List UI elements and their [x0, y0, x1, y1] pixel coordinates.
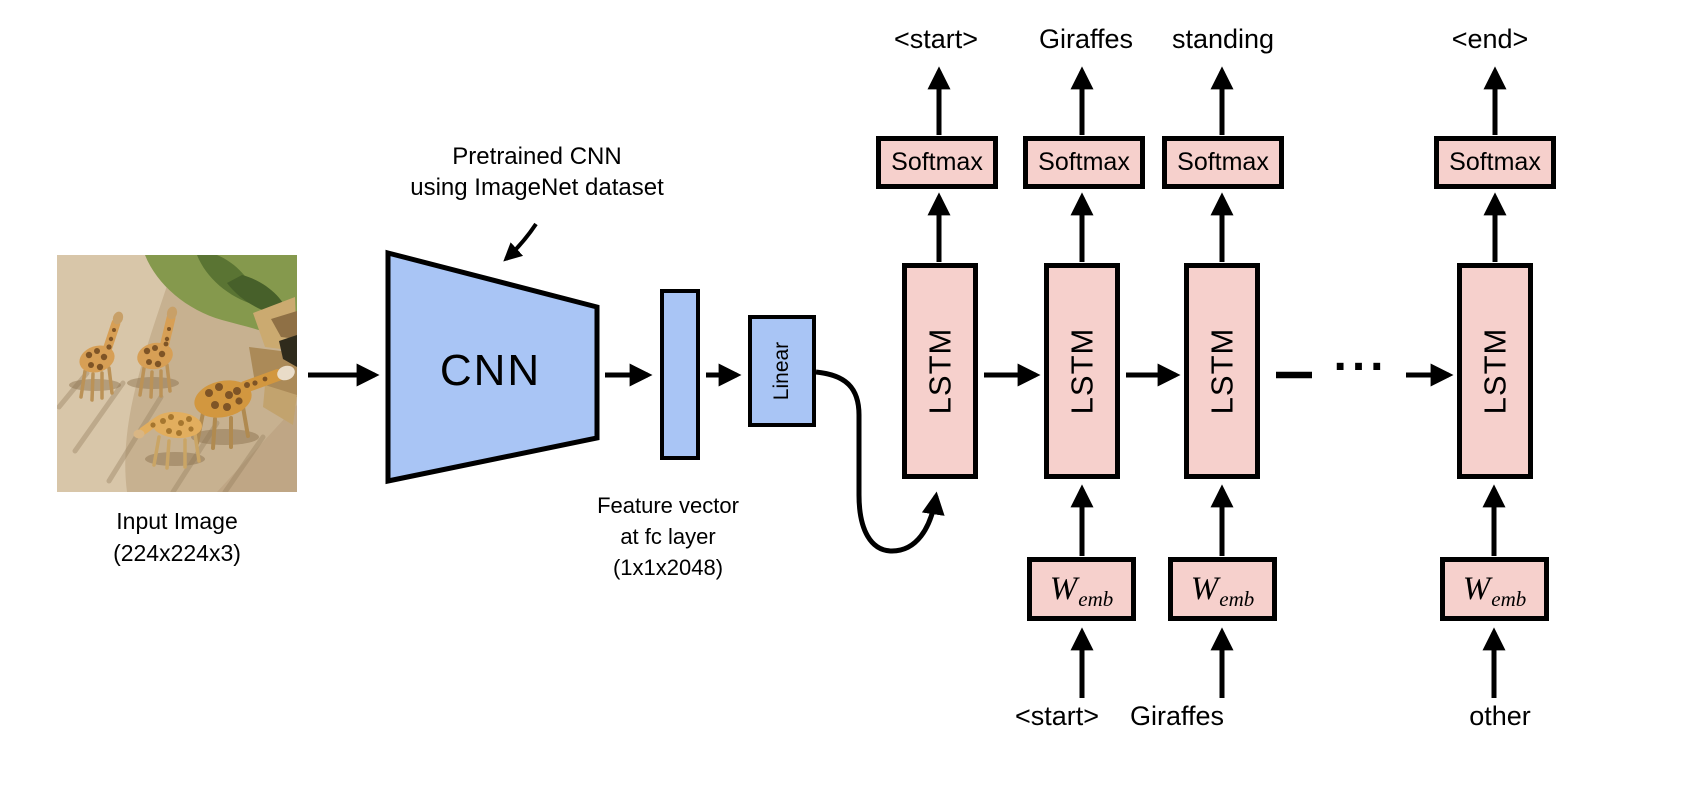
wemb-main-2: W: [1190, 570, 1219, 607]
pretrained-annotation-line1: Pretrained CNN: [452, 143, 622, 170]
softmax-box-2: Softmax: [1023, 136, 1145, 189]
wemb-main-3: W: [1462, 570, 1491, 607]
output-word-2: Giraffes: [1038, 24, 1134, 54]
input-word-1: <start>: [1014, 701, 1100, 731]
softmax-box-4: Softmax: [1434, 136, 1556, 189]
lstm-box-3: LSTM: [1184, 263, 1260, 479]
pretrained-annotation-line2: using ImageNet dataset: [410, 174, 664, 201]
input-image-caption-line1: Input Image: [116, 508, 238, 534]
softmax-label-3: Softmax: [1177, 148, 1269, 176]
input-image-caption-line2: (224x224x3): [113, 540, 241, 566]
wemb-sub-3: emb: [1491, 586, 1527, 611]
wemb-sub-2: emb: [1219, 586, 1255, 611]
lstm-label-1: LSTM: [922, 327, 957, 415]
giraffe-3: [191, 365, 295, 450]
input-photo: [57, 255, 297, 492]
feature-vector-caption-line1: Feature vector: [597, 493, 739, 518]
word-to-wemb-arrows: [1070, 627, 1506, 698]
cnn-label: CNN: [439, 346, 542, 395]
output-word-1: <start>: [893, 24, 979, 54]
giraffe-1: [69, 311, 124, 402]
input-word-3: other: [1469, 701, 1531, 731]
linear-box: Linear: [748, 315, 816, 427]
giraffe-4: [133, 411, 205, 470]
ellipsis-dots: ...: [1333, 328, 1389, 381]
input-word-2: Giraffes: [1129, 701, 1225, 731]
linear-to-lstm-curve: [815, 369, 945, 554]
feature-vector-box: [660, 289, 700, 460]
wemb-sub-1: emb: [1078, 586, 1114, 611]
softmax-label-4: Softmax: [1449, 148, 1541, 176]
softmax-box-3: Softmax: [1162, 136, 1284, 189]
lstm-box-2: LSTM: [1044, 263, 1120, 479]
lstm-label-4: LSTM: [1477, 327, 1512, 415]
annotation-arrow: [503, 222, 538, 262]
wemb-to-lstm-arrows: [1070, 484, 1506, 556]
linear-label: Linear: [769, 341, 793, 401]
giraffe-2: [127, 306, 179, 399]
softmax-box-1: Softmax: [876, 136, 998, 189]
lstm-box-4: LSTM: [1457, 263, 1533, 479]
wemb-main-1: W: [1049, 570, 1078, 607]
output-word-3: standing: [1171, 24, 1275, 54]
feature-vector-caption-line3: (1x1x2048): [612, 555, 724, 580]
softmax-to-word-arrows: [927, 66, 1507, 135]
lstm-label-2: LSTM: [1064, 327, 1099, 415]
output-word-4: <end>: [1451, 24, 1529, 54]
lstm-box-1: LSTM: [902, 263, 978, 479]
lstm-label-3: LSTM: [1204, 327, 1239, 415]
softmax-label-2: Softmax: [1038, 148, 1130, 176]
cnn-trapezoid: [385, 249, 600, 485]
softmax-label-1: Softmax: [891, 148, 983, 176]
lstm-to-softmax-arrows: [927, 192, 1507, 262]
feature-vector-caption-line2: at fc layer: [620, 524, 716, 549]
